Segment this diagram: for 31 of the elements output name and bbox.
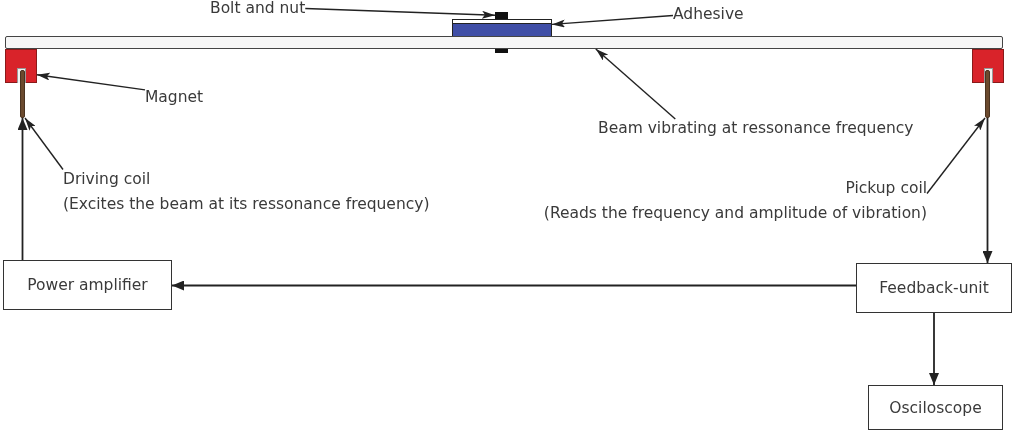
magnet	[972, 49, 1004, 83]
arrow	[929, 312, 939, 386]
leader-arrow	[926, 117, 986, 195]
coil	[985, 70, 990, 118]
magnet	[5, 49, 37, 83]
callout-label: Driving coil	[63, 169, 151, 190]
unit-box	[868, 385, 1003, 430]
arrow	[17, 117, 28, 261]
arrow	[171, 280, 857, 291]
callout-label: Beam vibrating at ressonance frequency	[598, 119, 914, 138]
leader-arrow	[595, 48, 676, 120]
callout-label: Pickup coil	[845, 178, 927, 199]
unit-label: Osciloscope	[889, 398, 982, 417]
nut	[495, 12, 508, 19]
callout-label: Bolt and nut	[210, 0, 306, 18]
leader-arrow	[24, 117, 64, 171]
callout-label: Magnet	[145, 88, 204, 107]
coil	[20, 70, 25, 118]
plate	[452, 19, 552, 37]
unit-label: Power amplifier	[27, 276, 148, 294]
callout-description: (Reads the frequency and amplitude of vibration)	[543, 203, 927, 224]
beam	[5, 36, 1003, 49]
leader-arrow	[551, 14, 674, 28]
leader-arrow	[304, 7, 496, 19]
leader-arrow	[36, 72, 146, 91]
callout-description: (Excites the beam at its ressonance frequency)	[63, 194, 430, 215]
callout-label: Adhesive	[673, 5, 744, 24]
unit-box	[3, 260, 172, 310]
unit-label: Feedback-unit	[879, 279, 989, 297]
arrow	[982, 117, 993, 264]
unit-box	[856, 263, 1012, 313]
